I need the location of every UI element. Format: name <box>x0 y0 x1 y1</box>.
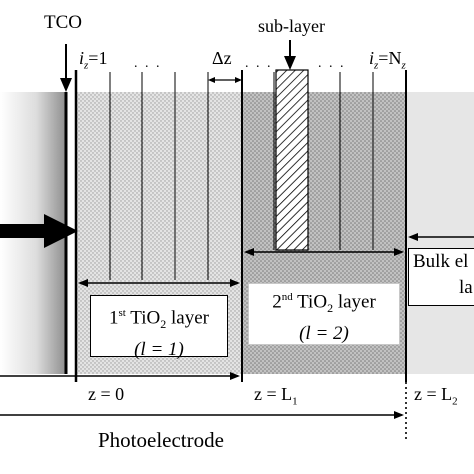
bulk-label-box: Bulk el la <box>408 248 474 306</box>
layer2-arrowhead-right <box>394 248 404 256</box>
bulk-line2: la <box>459 277 473 298</box>
layer2-arrowhead-left <box>244 248 254 256</box>
sub-layer-label: sub-layer <box>258 16 325 36</box>
light-arrow-head <box>44 214 78 248</box>
dz-arrowhead-right <box>235 77 242 83</box>
dots-right: . . . <box>318 56 346 71</box>
dots-middle: . . . <box>245 56 273 71</box>
layer2-title: 2nd TiO2 layer <box>272 291 376 316</box>
layer1-arrowhead-right <box>230 279 240 287</box>
tco-label: TCO <box>44 12 82 33</box>
dz-label: Δz <box>212 48 232 68</box>
light-arrow-shaft <box>0 224 46 238</box>
layer2-label-box: 2nd TiO2 layer (l = 2) <box>248 283 400 345</box>
zL2-label: z = L2 <box>414 384 458 408</box>
dots-left: . . . <box>134 56 162 71</box>
photoelectrode-label: Photoelectrode <box>98 428 224 452</box>
iz-last-label: iz=Nz <box>369 48 406 72</box>
bulk-arrowhead-left <box>408 233 418 241</box>
l1-arrowhead <box>230 372 240 380</box>
bulk-line1: Bulk el <box>413 251 469 272</box>
z0-label: z = 0 <box>88 384 125 404</box>
layer1-arrowhead-left <box>78 279 88 287</box>
layer2-index: (l = 2) <box>299 323 349 345</box>
layer1-index: (l = 1) <box>134 339 184 361</box>
zL1-label: z = L1 <box>254 384 298 408</box>
layer1-title: 1st TiO2 layer <box>109 307 209 332</box>
sub-layer-hatched <box>275 69 309 251</box>
dz-arrowhead-left <box>208 77 215 83</box>
tco-arrowhead <box>60 78 72 92</box>
layer1-label-box: 1st TiO2 layer (l = 1) <box>90 295 228 360</box>
iz-first-label: iz=1 <box>79 48 108 72</box>
sub-layer-arrowhead <box>284 56 296 70</box>
l2-arrowhead <box>394 411 404 419</box>
bulk-electrolyte <box>406 92 474 374</box>
